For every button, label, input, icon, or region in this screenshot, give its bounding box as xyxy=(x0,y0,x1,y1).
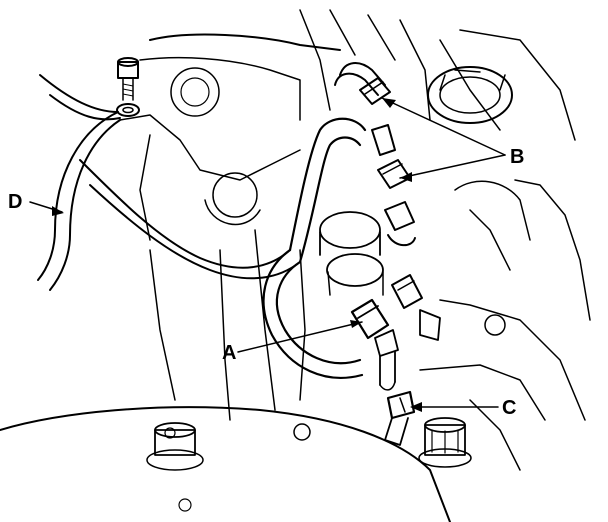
callout-label-d: D xyxy=(8,191,22,213)
injector-connector-lower xyxy=(384,201,416,247)
injector-connector-top xyxy=(359,77,391,105)
ground-bolt-icon xyxy=(116,57,140,117)
bracket-c xyxy=(384,390,416,446)
engine-block-outline xyxy=(0,9,591,522)
main-harness xyxy=(262,62,386,379)
callout-label-c: C xyxy=(502,397,516,419)
callout-label-a: A xyxy=(222,342,236,364)
callout-leaders xyxy=(29,97,506,412)
ground-cable-d xyxy=(37,74,301,291)
callout-label-b: B xyxy=(510,146,524,168)
connector-a xyxy=(350,298,399,391)
injector-connector-right xyxy=(391,274,441,341)
